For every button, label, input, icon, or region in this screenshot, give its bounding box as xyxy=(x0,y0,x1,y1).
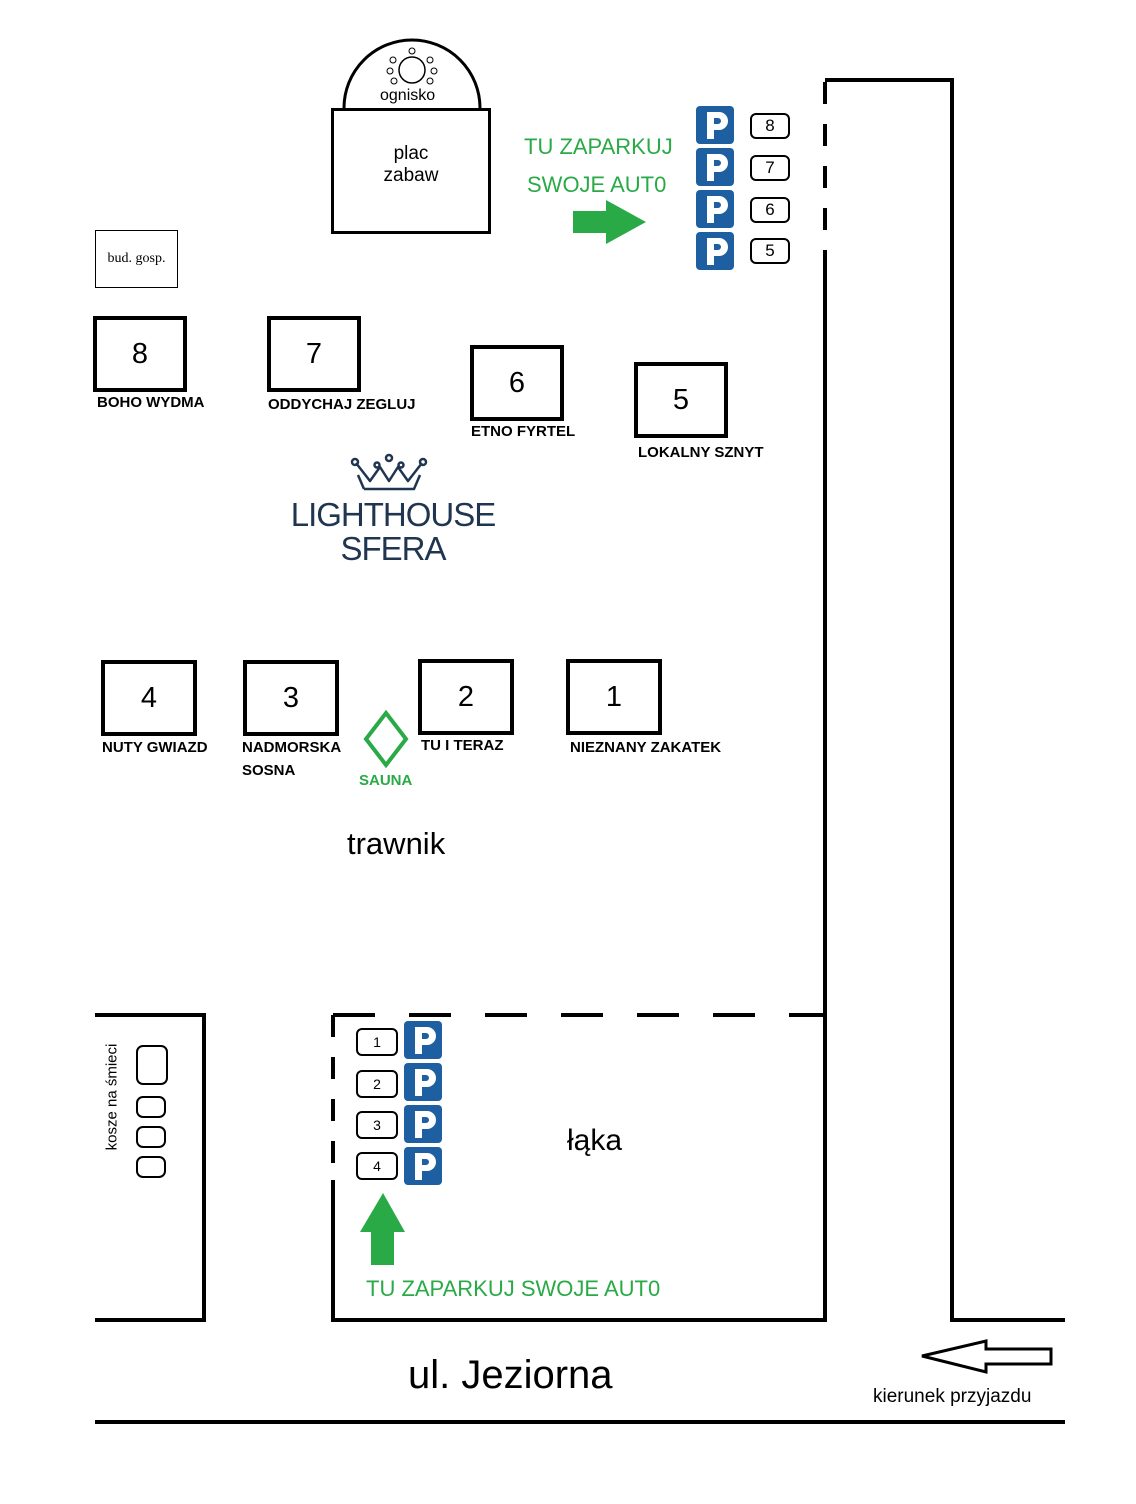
playground-box: plac zabaw xyxy=(331,108,491,234)
parking-sign-icon xyxy=(404,1105,442,1143)
lawn-label: trawnik xyxy=(347,826,446,861)
playground-label: plac zabaw xyxy=(383,143,439,186)
street-label: ul. Jeziorna xyxy=(408,1353,613,1397)
parking-slot-8: 8 xyxy=(750,113,790,139)
cabin-4-name: NUTY GWIAZD xyxy=(102,739,208,756)
cabin-3: 3 xyxy=(243,660,339,736)
cabin-7: 7 xyxy=(267,316,361,392)
trash-bin xyxy=(136,1045,168,1085)
cabin-2: 2 xyxy=(418,659,514,735)
cabin-1: 1 xyxy=(566,659,662,735)
parking-slot-7: 7 xyxy=(750,155,790,181)
cabin-6: 6 xyxy=(470,345,564,421)
direction-arrow xyxy=(921,1339,1053,1374)
campfire-label: ognisko xyxy=(380,87,436,104)
parking-sign-icon xyxy=(696,148,734,186)
cabin-8-name: BOHO WYDMA xyxy=(97,394,205,411)
logo-text: LIGHTHOUSE SFERA xyxy=(280,498,506,566)
green-arrow-up xyxy=(360,1193,405,1265)
cabin-3-name: NADMORSKA SOSNA xyxy=(242,739,342,779)
parking-slot-4: 4 xyxy=(356,1152,398,1180)
campfire-dome xyxy=(342,38,482,109)
parking-slot-6: 6 xyxy=(750,197,790,223)
parking-slot-1: 1 xyxy=(356,1028,398,1056)
trash-bin xyxy=(136,1126,166,1148)
trash-bin xyxy=(136,1096,166,1118)
meadow-label: łąka xyxy=(567,1124,623,1157)
parking-top-text: TU ZAPARKUJ SWOJE AUT0 xyxy=(524,134,673,197)
parking-slot-2: 2 xyxy=(356,1070,398,1098)
cabin-4: 4 xyxy=(101,660,197,736)
sauna-label: SAUNA xyxy=(359,772,413,789)
utility-building: bud. gosp. xyxy=(95,230,178,288)
cabin-8: 8 xyxy=(93,316,187,392)
cabin-1-name: NIEZNANY ZAKATEK xyxy=(570,739,722,756)
parking-bottom-text: TU ZAPARKUJ SWOJE AUT0 xyxy=(366,1276,661,1301)
green-arrow-right xyxy=(573,200,646,244)
crown-icon xyxy=(350,453,428,491)
parking-sign-icon xyxy=(404,1021,442,1059)
logo-line1: LIGHTHOUSE xyxy=(290,496,497,533)
cabin-2-name: TU I TERAZ xyxy=(421,737,504,754)
parking-sign-icon xyxy=(696,190,734,228)
parking-sign-icon xyxy=(404,1063,442,1101)
cabin-5-name: LOKALNY SZNYT xyxy=(638,444,764,461)
utility-building-label: bud. gosp. xyxy=(107,251,166,266)
parking-slot-5: 5 xyxy=(750,238,790,264)
cabin-7-name: ODDYCHAJ ZEGLUJ xyxy=(268,396,416,413)
trash-label: kosze na śmieci xyxy=(103,1043,121,1151)
sauna-icon xyxy=(363,709,409,769)
campfire-icon xyxy=(398,56,426,84)
direction-label: kierunek przyjazdu xyxy=(873,1386,1032,1407)
logo-line2: SFERA xyxy=(340,530,446,567)
campfire-stones xyxy=(386,47,438,85)
cabin-5: 5 xyxy=(634,362,728,438)
cabin-6-name: ETNO FYRTEL xyxy=(471,423,576,440)
parking-slot-3: 3 xyxy=(356,1111,398,1139)
trash-bin xyxy=(136,1156,166,1178)
parking-sign-icon xyxy=(696,232,734,270)
parking-sign-icon xyxy=(696,106,734,144)
parking-sign-icon xyxy=(404,1147,442,1185)
